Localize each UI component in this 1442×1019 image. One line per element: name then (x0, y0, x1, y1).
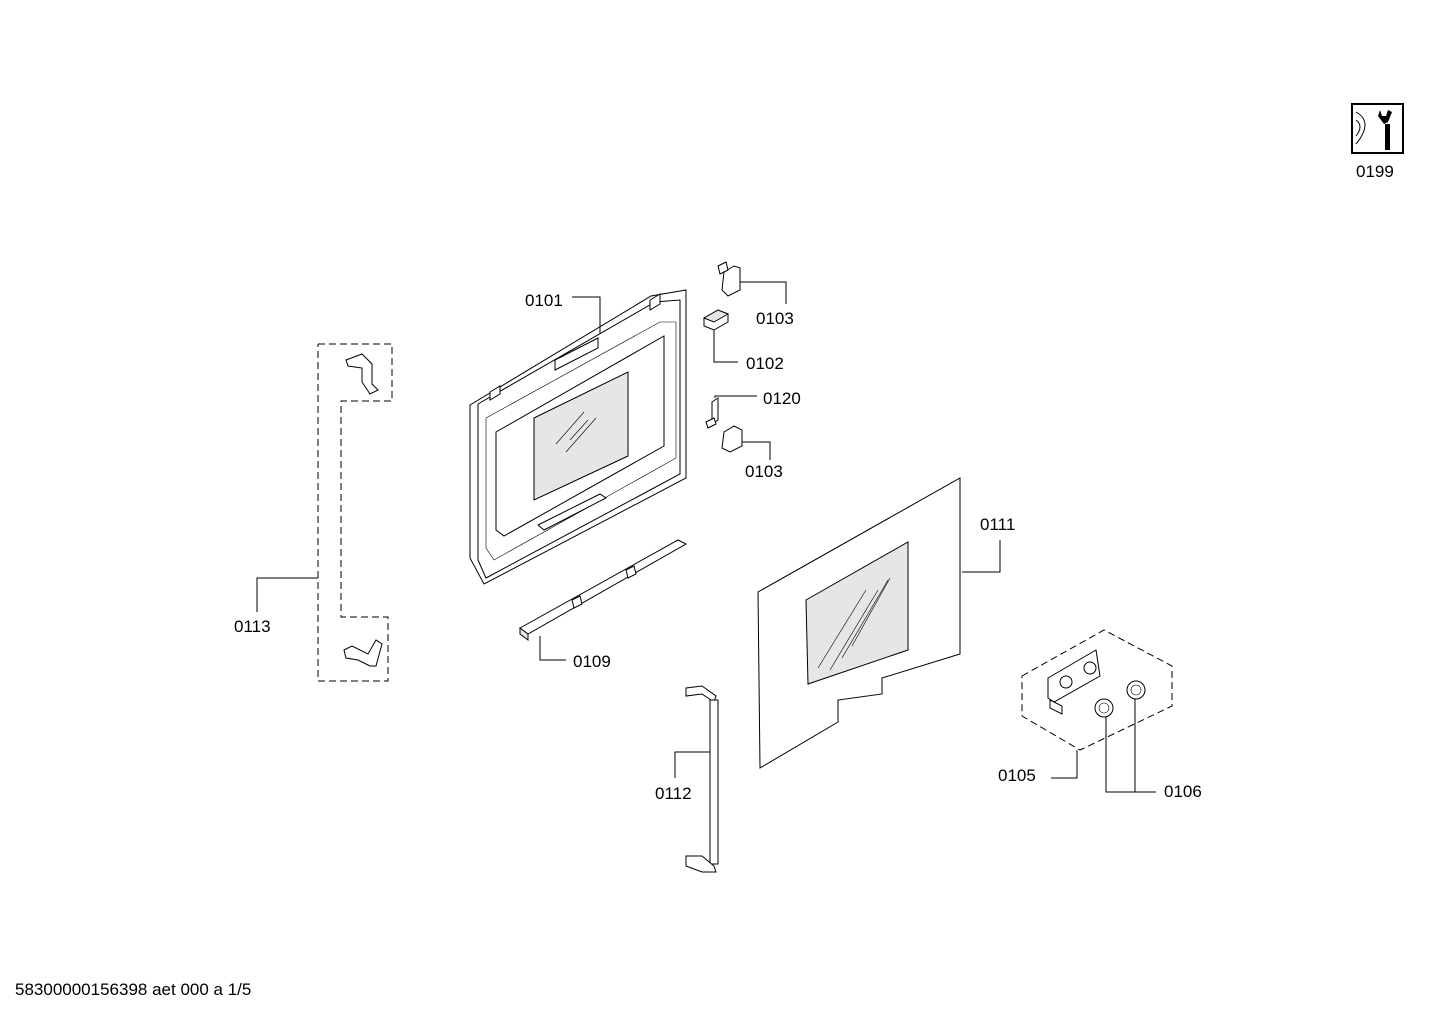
part-label-0120: 0120 (763, 389, 801, 408)
part-label-0199: 0199 (1356, 162, 1394, 181)
rail-drawing (519, 539, 688, 641)
bracket-bottom-drawing (721, 425, 743, 453)
part-label-0113: 0113 (234, 617, 271, 636)
hinge-set-drawing (317, 343, 393, 682)
part-label-0112: 0112 (655, 784, 692, 803)
part-label-0103-bottom: 0103 (745, 462, 783, 481)
part-label-0106: 0106 (1164, 782, 1202, 801)
clip-drawing (702, 309, 730, 331)
part-label-0109: 0109 (573, 652, 611, 671)
door-frame-drawing (469, 289, 687, 585)
part-label-0105: 0105 (998, 766, 1036, 785)
outer-glass-drawing (757, 477, 961, 769)
part-label-0101: 0101 (525, 291, 563, 310)
handle-drawing (685, 685, 719, 873)
part-label-0111: 0111 (980, 515, 1015, 534)
document-footer: 58300000156398 aet 000 a 1/5 (15, 980, 252, 999)
cap-drawing (1094, 680, 1146, 718)
handle-kit-drawing (1021, 629, 1173, 751)
service-wrench-icon (1351, 103, 1404, 154)
pin-drawing (705, 397, 719, 429)
part-label-0103-top: 0103 (756, 309, 794, 328)
part-label-0102: 0102 (746, 354, 784, 373)
bracket-top-drawing (717, 261, 741, 297)
